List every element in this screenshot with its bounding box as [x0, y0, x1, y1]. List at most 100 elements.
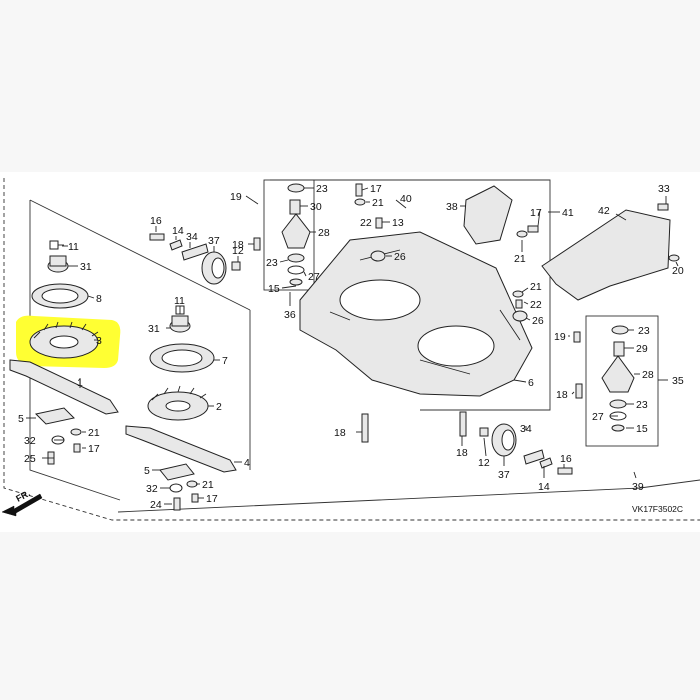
callout-25: 25 — [24, 453, 36, 465]
nut-11-left — [49, 240, 64, 250]
bolt-16-bottom — [557, 467, 573, 475]
blade-1 — [9, 359, 119, 415]
bolt-22-right — [515, 299, 523, 309]
leader-lines — [26, 187, 679, 505]
callout-12-bottom: 12 — [478, 457, 490, 469]
callout-17-left: 17 — [88, 443, 100, 455]
shaft-34-bottom — [523, 449, 545, 465]
callout-14-top: 14 — [172, 225, 184, 237]
blade-group-frame — [29, 200, 121, 501]
callout-31-mid: 31 — [148, 323, 160, 335]
nut-12-top — [231, 261, 241, 271]
callout-13: 13 — [392, 217, 404, 229]
callout-19-spindle: 19 — [230, 191, 242, 203]
bolt-18-bottom-a — [361, 413, 369, 443]
callout-24: 24 — [150, 499, 162, 511]
callout-38: 38 — [446, 201, 458, 213]
spindle-35-frame — [585, 315, 659, 447]
deck-group-frame — [270, 179, 551, 411]
callout-3: 3 — [96, 335, 102, 347]
nut-20 — [668, 254, 680, 262]
callout-12-top: 12 — [232, 245, 244, 257]
callout-28-right: 28 — [642, 369, 654, 381]
washer-5-left — [34, 407, 76, 425]
pin-14-bottom — [539, 457, 553, 469]
callout-17-deck: 17 — [370, 183, 382, 195]
callout-18-right: 18 — [556, 389, 568, 401]
callout-36: 36 — [284, 309, 296, 321]
fan-3 — [29, 321, 99, 359]
bolt-17-guard — [527, 225, 539, 233]
rotor-8 — [31, 283, 89, 309]
bolt-17-deck — [355, 183, 363, 197]
blade-4 — [125, 425, 237, 473]
outer-dashed-frame — [3, 178, 700, 521]
callout-18-bottom-b: 18 — [456, 447, 468, 459]
wheel-37-bottom — [491, 423, 517, 457]
callout-21-guard: 21 — [514, 253, 526, 265]
callout-20: 20 — [672, 265, 684, 277]
callout-15-spindle: 15 — [268, 283, 280, 295]
callout-4: 4 — [244, 457, 250, 469]
callout-8: 8 — [96, 293, 102, 305]
callout-40: 40 — [400, 193, 412, 205]
callout-17-guard: 17 — [530, 207, 542, 219]
washer-5-mid — [159, 463, 195, 481]
callout-34-bottom: 34 — [520, 423, 532, 435]
knob-26-right — [512, 310, 528, 322]
callout-23-right-bottom: 23 — [636, 399, 648, 411]
callout-42: 42 — [598, 205, 610, 217]
shaft-34-top — [181, 243, 209, 261]
callout-1: 1 — [77, 377, 83, 389]
pin-14-top — [169, 239, 183, 251]
diagram-ref-code: VK17F3502C — [632, 504, 683, 514]
bolt-16-top — [149, 233, 165, 241]
callout-22-right: 22 — [530, 299, 542, 311]
bolt-19-right — [573, 331, 581, 343]
spindle-36 — [281, 183, 311, 286]
base-frame-line — [117, 479, 700, 513]
callout-21-right: 21 — [530, 281, 542, 293]
callout-26-deck: 26 — [394, 251, 406, 263]
washer-32-mid — [169, 483, 183, 493]
callout-17-mid: 17 — [206, 493, 218, 505]
bolt-18-bottom-b — [459, 411, 467, 437]
bolt-22-deck — [375, 217, 383, 229]
guide-line-a — [29, 199, 251, 311]
callout-37-top: 37 — [208, 235, 220, 247]
nut-31-left — [47, 255, 69, 273]
callout-32-mid: 32 — [146, 483, 158, 495]
guard-38 — [463, 185, 513, 245]
mower-deck-6 — [299, 231, 533, 397]
callout-18-top: 18 — [232, 239, 244, 251]
callout-19-right: 19 — [554, 331, 566, 343]
bolt-21-left — [70, 428, 82, 436]
callout-29: 29 — [636, 343, 648, 355]
nut-18-top — [253, 237, 261, 251]
callout-11-left: 11 — [68, 241, 79, 253]
spindle-35 — [601, 325, 635, 432]
bolt-18-right — [575, 383, 583, 399]
callout-22-deck: 22 — [360, 217, 372, 229]
nut-12-bottom — [479, 427, 489, 437]
chute-42 — [541, 209, 671, 301]
wheel-37-top — [201, 251, 227, 285]
callout-23-right-top: 23 — [638, 325, 650, 337]
rotor-7 — [149, 343, 215, 373]
knob-26-top — [370, 250, 386, 262]
callout-37-bottom: 37 — [498, 469, 510, 481]
bolt-21-deck — [354, 198, 366, 206]
nut-31-mid — [169, 315, 191, 333]
front-arrow-icon — [1, 493, 43, 517]
callout-6: 6 — [528, 377, 534, 389]
callout-35: 35 — [672, 375, 684, 387]
callout-34-top: 34 — [186, 231, 198, 243]
callout-31-left: 31 — [80, 261, 92, 273]
bolt-21-right — [512, 290, 524, 298]
callout-15-right: 15 — [636, 423, 648, 435]
bolt-17-left — [73, 443, 81, 453]
nut-21-guard — [516, 230, 528, 238]
bolt-24 — [173, 497, 181, 511]
